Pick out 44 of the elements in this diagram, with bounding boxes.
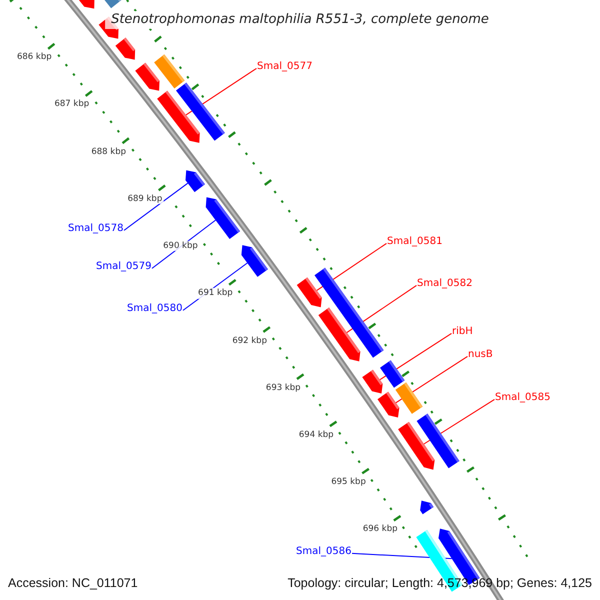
gene-label: Smal_0582 <box>417 278 472 290</box>
scale-label: 694 kbp <box>298 430 335 440</box>
leader-line <box>379 332 452 380</box>
gene-label: nusB <box>468 349 493 361</box>
scale-label: 688 kbp <box>90 146 127 157</box>
leader-line <box>423 398 495 444</box>
gene-bar <box>241 245 268 277</box>
leader-line <box>186 68 257 116</box>
gene-bar <box>154 54 185 88</box>
gene-bar <box>186 170 205 192</box>
scale-label: 696 kbp <box>362 524 398 534</box>
gene-bar <box>104 0 122 8</box>
scale-label: 690 kbp <box>162 241 199 252</box>
leader-line <box>395 356 468 404</box>
scale-label: 691 kbp <box>197 288 234 298</box>
gene-label: Smal_0579 <box>96 261 152 273</box>
gene-label: ribH <box>452 326 473 338</box>
gene-bar <box>115 38 136 60</box>
scale-label: 695 kbp <box>330 476 367 488</box>
gene-bar <box>206 197 240 239</box>
gene-label: Smal_0577 <box>257 61 312 73</box>
gene-bar <box>296 277 322 308</box>
gene-bar <box>135 62 160 91</box>
gene-bar <box>176 82 225 141</box>
gene-bar <box>416 414 460 468</box>
gene-label: Smal_0581 <box>387 236 442 248</box>
gene-bar <box>378 392 400 418</box>
gene-label: Smal_0585 <box>495 392 550 404</box>
scale-label: 686 kbp <box>16 52 53 62</box>
leader-line <box>124 182 188 231</box>
gene-label: Smal_0578 <box>68 223 124 235</box>
gene-bar <box>380 360 405 388</box>
gene-label: Smal_0580 <box>127 303 182 315</box>
scale-label: 689 kbp <box>126 194 164 204</box>
scale-label: 692 kbp <box>231 335 268 346</box>
scale-label: 693 kbp <box>264 382 302 393</box>
accession-text: Accession: NC_011071 <box>8 576 138 591</box>
gene-bar <box>395 382 423 414</box>
gene-bar <box>362 370 383 394</box>
scale-label: 687 kbp <box>54 99 90 110</box>
gene-label: Smal_0586 <box>296 546 352 558</box>
gene-bar <box>78 0 94 9</box>
gene-bar <box>318 308 360 362</box>
gene-bar <box>420 500 434 514</box>
